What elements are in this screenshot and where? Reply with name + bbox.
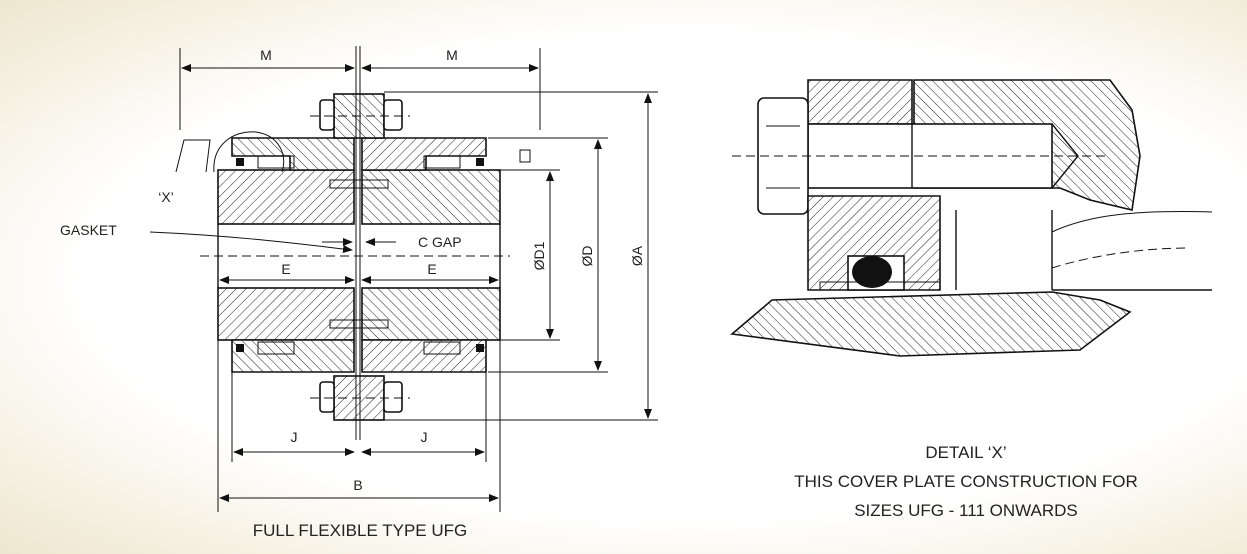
detail-o-ring-seal bbox=[852, 256, 892, 288]
sleeve-lower-left bbox=[231, 339, 355, 373]
c-gap-label: C GAP bbox=[418, 234, 462, 250]
detail-x-callout-label: ‘X’ bbox=[158, 189, 174, 205]
main-view-caption: FULL FLEXIBLE TYPE UFG bbox=[253, 521, 467, 540]
dim-label-od1: ØD1 bbox=[531, 241, 547, 270]
bolt-head-upper bbox=[319, 99, 335, 131]
detail-caption-title: DETAIL ‘X’ bbox=[925, 443, 1006, 462]
hub-upper-right bbox=[361, 169, 501, 225]
dim-label-m-right: M bbox=[446, 47, 458, 63]
detail-x-circle bbox=[213, 131, 285, 173]
detail-x-view bbox=[730, 79, 1213, 357]
dimension-lines bbox=[149, 48, 658, 512]
seal-lower-left bbox=[257, 341, 295, 355]
hub-upper-left bbox=[217, 169, 355, 225]
dim-label-e-right: E bbox=[427, 261, 436, 277]
dim-label-b: B bbox=[353, 477, 362, 493]
seal-lower-right bbox=[423, 341, 461, 355]
bolt-nut-upper bbox=[383, 99, 403, 131]
seal-upper-left bbox=[257, 155, 295, 169]
dim-label-j-left: J bbox=[291, 429, 298, 445]
seal-upper-right bbox=[423, 155, 461, 169]
coupling-section-view bbox=[175, 46, 531, 440]
bolt-nut-lower bbox=[383, 381, 403, 413]
gasket-label: GASKET bbox=[60, 222, 117, 238]
dim-label-od: ØD bbox=[579, 246, 595, 267]
sleeve-upper-left bbox=[231, 137, 355, 171]
detail-hub-section bbox=[730, 291, 1132, 357]
hub-lower-left bbox=[217, 287, 355, 341]
detail-caption-line2: THIS COVER PLATE CONSTRUCTION FOR bbox=[794, 472, 1138, 491]
bolt-head-lower bbox=[319, 381, 335, 413]
dim-label-e-left: E bbox=[281, 261, 290, 277]
dim-label-j-right: J bbox=[421, 429, 428, 445]
dim-label-m-left: M bbox=[260, 47, 272, 63]
dim-label-oa: ØA bbox=[629, 245, 645, 266]
hub-lower-right bbox=[361, 287, 501, 341]
detail-caption-line3: SIZES UFG - 111 ONWARDS bbox=[854, 501, 1078, 520]
